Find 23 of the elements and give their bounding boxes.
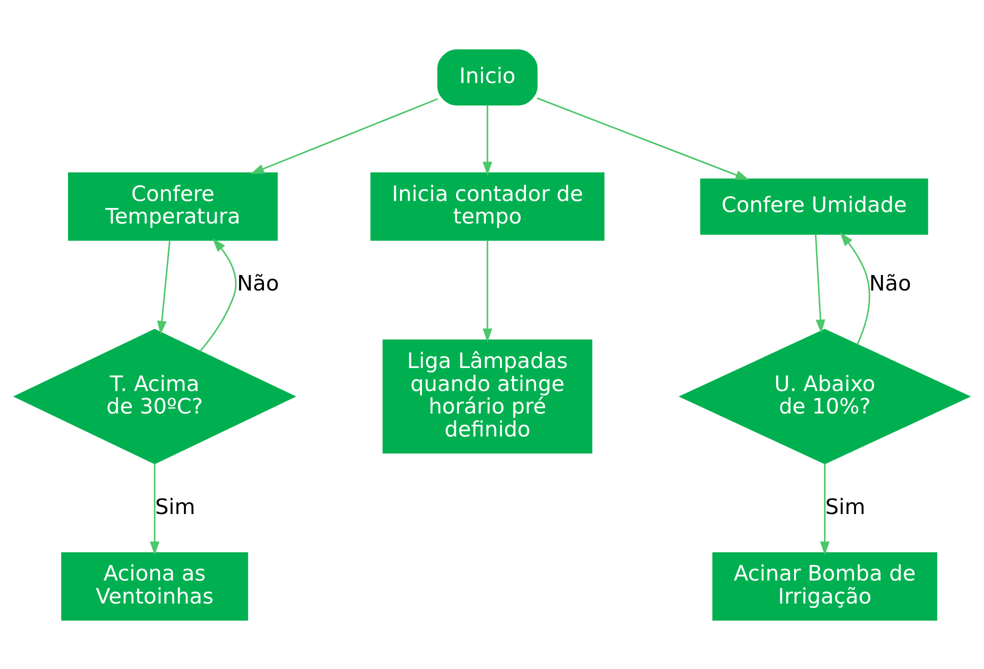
- edge-label: Não: [869, 270, 912, 296]
- node-diamond: U. Abaixo de 10%?: [678, 328, 971, 464]
- arrow: [482, 104, 492, 175]
- arrow: [150, 462, 160, 555]
- node-box: Inicia contador de tempo: [370, 172, 604, 240]
- arrow: [250, 98, 438, 174]
- node-box: Aciona as Ventoinhas: [61, 552, 248, 620]
- arrow: [536, 96, 750, 180]
- node-diamond: T. Acima de 30ºC?: [13, 328, 296, 464]
- edge-label: Sim: [825, 494, 866, 520]
- arrow: [157, 240, 171, 334]
- edge-label: Sim: [155, 494, 196, 520]
- node-box: Confere Temperatura: [68, 172, 278, 240]
- node-box: Acinar Bomba de Irrigação: [712, 552, 938, 620]
- arrow: [840, 232, 870, 344]
- arrow: [482, 240, 492, 342]
- edge-label: Não: [237, 270, 279, 296]
- arrow: [200, 238, 237, 352]
- node-box: Liga Lâmpadas quando atinge horário pré definido: [382, 339, 592, 454]
- node-box: Inicio: [437, 48, 538, 106]
- arrow: [820, 462, 830, 555]
- node-box: Confere Umidade: [700, 178, 928, 234]
- arrow: [814, 234, 826, 333]
